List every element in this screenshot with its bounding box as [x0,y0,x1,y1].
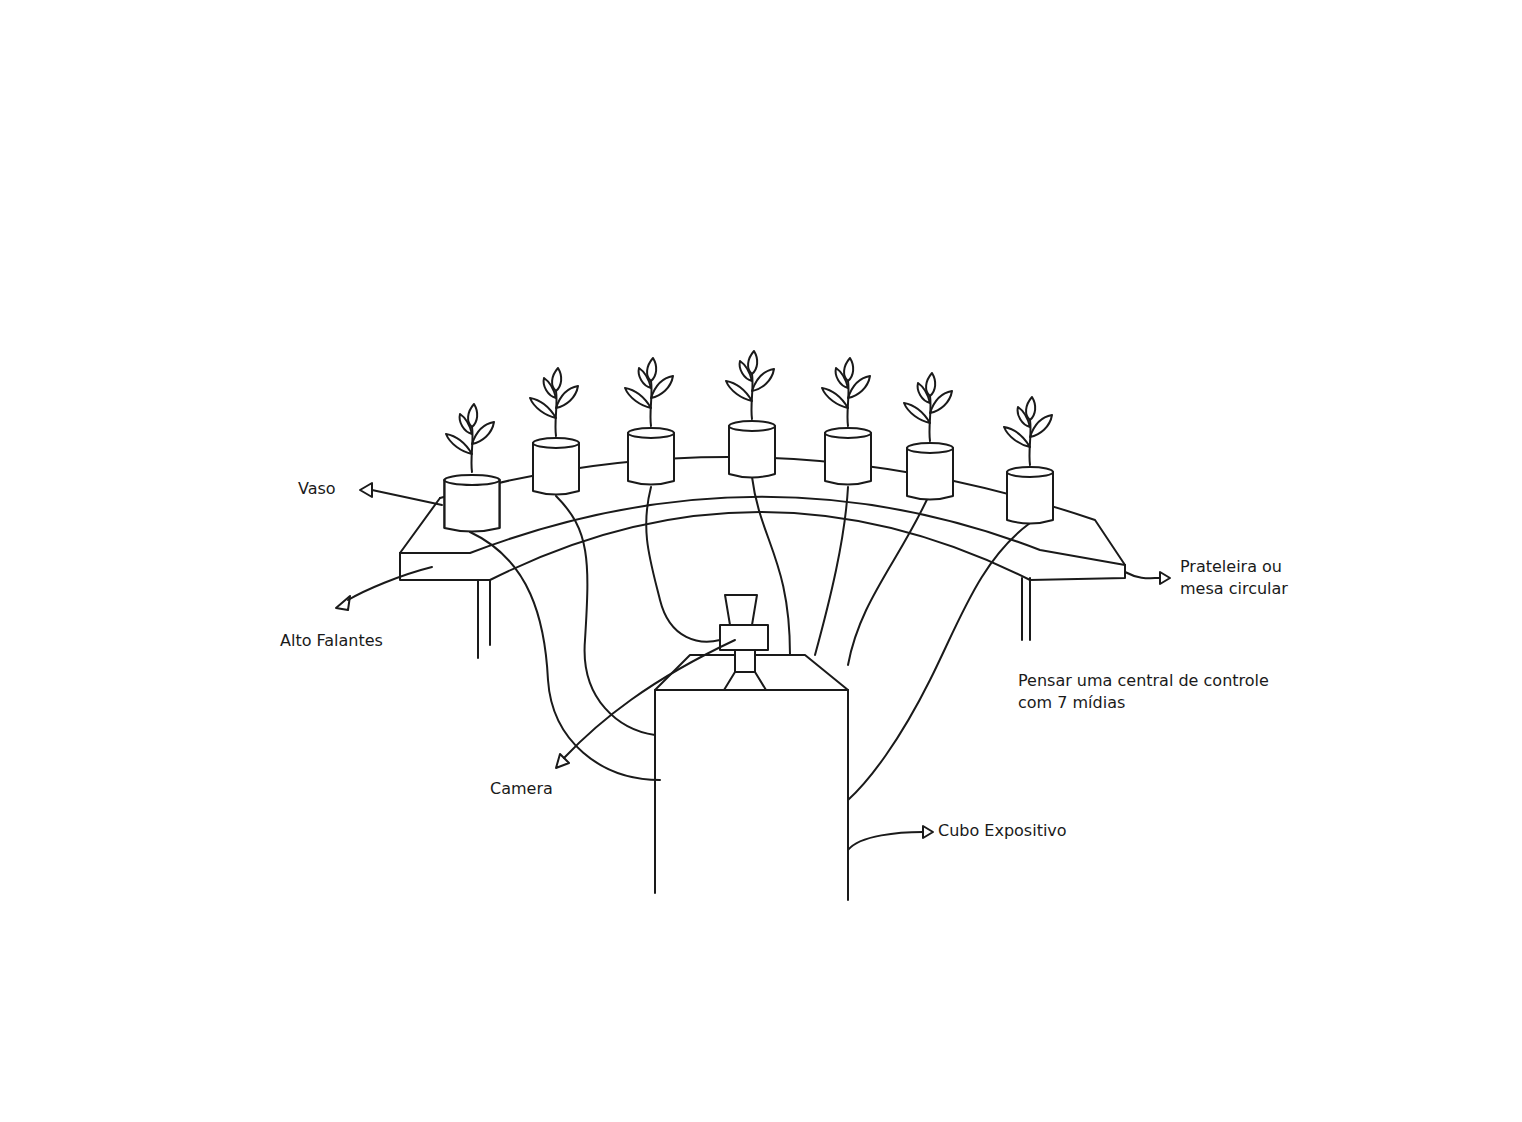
leader-lines [336,483,1170,850]
pot [533,438,579,495]
plant [726,351,774,419]
plant [625,358,673,426]
wires [470,477,1030,800]
exhibit-cube [655,655,848,900]
pot [729,421,775,478]
part-label: Cubo Expositivo [938,820,1067,842]
circular-shelf [400,457,1125,658]
pot [444,475,499,532]
part-label: Vaso [298,478,336,500]
plant [822,358,870,426]
note-text: Pensar uma central de controle com 7 míd… [1018,670,1280,713]
plant [530,368,578,436]
pot [825,428,871,485]
pot [628,428,674,485]
part-label: Alto Falantes [280,630,383,652]
pot [907,443,953,500]
plant [904,373,952,441]
pot [1007,467,1053,524]
plant [1004,397,1052,465]
plant-pots [444,351,1053,532]
part-label: Prateleira ou mesa circular [1180,556,1290,599]
plant [446,404,494,472]
camera-symbol [720,595,768,690]
part-label: Camera [490,778,553,800]
